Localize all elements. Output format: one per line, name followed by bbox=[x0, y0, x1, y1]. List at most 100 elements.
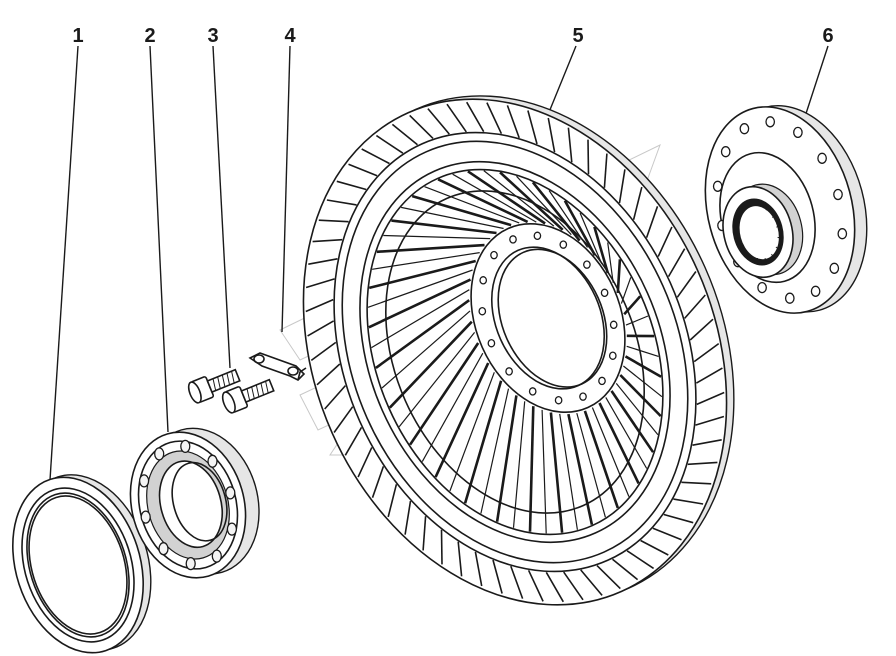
inner-blade bbox=[516, 175, 572, 236]
bearing-ball bbox=[180, 439, 191, 454]
outer-blade bbox=[596, 565, 621, 590]
outer-blade bbox=[474, 551, 483, 587]
inner-blade bbox=[579, 212, 603, 264]
outer-blade-set bbox=[305, 101, 725, 603]
callout-3: 3 bbox=[207, 25, 218, 47]
flange-hole bbox=[829, 262, 840, 274]
bearing-ball bbox=[158, 542, 169, 556]
hub-hole bbox=[579, 392, 587, 401]
outer-blade bbox=[547, 117, 556, 153]
outer-blade bbox=[446, 103, 467, 133]
outer-blade bbox=[391, 123, 419, 146]
inner-blade bbox=[623, 295, 642, 316]
outer-blade bbox=[663, 513, 694, 524]
inner-blade bbox=[598, 402, 640, 484]
inner-blade bbox=[449, 372, 495, 492]
inner-blade bbox=[452, 173, 537, 223]
flange-hole bbox=[817, 152, 827, 164]
outer-blade bbox=[681, 481, 712, 485]
bolt-icon bbox=[187, 368, 275, 414]
outer-blade bbox=[307, 320, 334, 337]
inner-blade bbox=[616, 259, 622, 294]
inner-blade bbox=[528, 406, 535, 532]
inner-blade bbox=[383, 234, 491, 240]
inner-blade bbox=[583, 410, 620, 509]
inner-blade-set bbox=[367, 170, 663, 534]
outer-blade bbox=[527, 110, 538, 145]
inner-blade bbox=[549, 412, 564, 533]
inner-blade bbox=[559, 413, 578, 530]
outer-blade bbox=[357, 447, 373, 478]
outer-blade bbox=[645, 206, 659, 238]
leader-line-2 bbox=[149, 45, 169, 433]
outer-blade bbox=[409, 114, 434, 139]
inner-blade bbox=[625, 315, 649, 326]
hub-hole bbox=[478, 306, 487, 316]
outer-blade bbox=[422, 516, 427, 551]
outer-blade bbox=[326, 199, 357, 206]
inner-blade bbox=[409, 342, 480, 446]
outer-blade bbox=[336, 180, 367, 191]
spline-tooth bbox=[749, 199, 752, 207]
callout-1: 1 bbox=[72, 25, 83, 47]
spline-tooth bbox=[739, 246, 745, 251]
spline-tooth bbox=[771, 253, 776, 260]
bearing-ball bbox=[207, 454, 218, 468]
outer-blade bbox=[692, 439, 722, 446]
flange-hole bbox=[757, 281, 767, 294]
outer-blade bbox=[652, 527, 682, 541]
outer-blade bbox=[361, 148, 390, 165]
inner-blade bbox=[591, 407, 630, 497]
flange-hole bbox=[720, 146, 731, 158]
outer-blade bbox=[404, 500, 412, 535]
inner-blade bbox=[605, 397, 648, 469]
spline-tooth bbox=[747, 253, 751, 260]
seal-ring-icon bbox=[12, 474, 152, 654]
inner-blade bbox=[626, 345, 659, 357]
callout-labels: 1 2 3 4 5 6 bbox=[72, 25, 833, 47]
inner-blade bbox=[483, 170, 555, 227]
inner-blade bbox=[548, 190, 588, 248]
outer-blade bbox=[324, 385, 346, 410]
spline-tooth bbox=[740, 204, 745, 211]
inner-blade bbox=[624, 355, 662, 378]
outer-blade bbox=[486, 102, 503, 135]
hub-bolt-holes bbox=[478, 231, 618, 405]
outer-blade bbox=[344, 426, 363, 456]
outer-blade bbox=[696, 391, 725, 406]
spline-tooth bbox=[771, 213, 777, 218]
outer-blade bbox=[375, 134, 404, 154]
outer-blade bbox=[440, 529, 443, 565]
inner-blade bbox=[368, 259, 477, 290]
hub-hole bbox=[598, 376, 606, 386]
outer-blade bbox=[696, 367, 723, 384]
inner-blade bbox=[593, 226, 610, 274]
bearing-balls bbox=[138, 439, 238, 571]
outer-blade bbox=[563, 571, 584, 601]
bearing-ball bbox=[154, 447, 165, 461]
inner-blade bbox=[467, 170, 546, 225]
hub-hole bbox=[533, 231, 542, 241]
flange-hole bbox=[833, 188, 843, 201]
flange-hole bbox=[810, 285, 821, 297]
inner-blade bbox=[541, 409, 547, 534]
outer-blade bbox=[427, 108, 450, 135]
inner-blade bbox=[398, 332, 476, 428]
hub-hole bbox=[554, 395, 563, 405]
callout-2: 2 bbox=[144, 25, 155, 47]
leader-line-4 bbox=[281, 45, 291, 333]
inner-blade bbox=[463, 380, 503, 504]
flange-hole bbox=[739, 123, 750, 135]
spline-tooth bbox=[735, 213, 741, 218]
flange-hole bbox=[784, 292, 795, 304]
outer-blade bbox=[466, 101, 485, 133]
outer-blade bbox=[348, 163, 378, 177]
inner-blade bbox=[615, 383, 659, 436]
inner-blade bbox=[367, 269, 473, 308]
bearing-ball bbox=[185, 556, 196, 571]
inner-blade bbox=[437, 178, 529, 224]
spline-tooth bbox=[764, 257, 767, 265]
outer-blade bbox=[673, 498, 704, 505]
outer-blade bbox=[640, 539, 669, 556]
